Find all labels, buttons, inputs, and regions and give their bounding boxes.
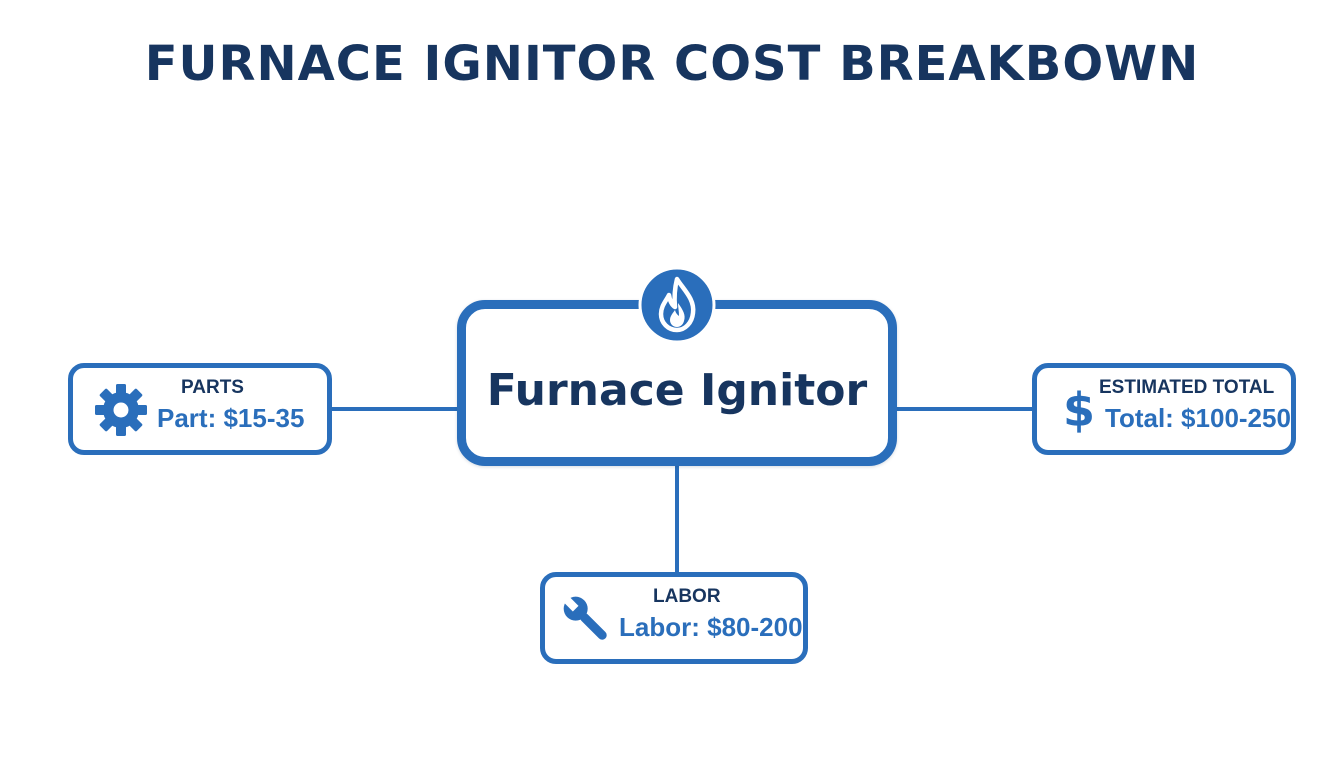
parts-node: PARTS Part: $15-35 <box>68 363 332 455</box>
total-heading: ESTIMATED TOTAL <box>1099 377 1275 398</box>
dollar-icon: $ <box>1063 383 1095 437</box>
diagram-title: FURNACE IGNITOR COST BREAKBOWN <box>144 36 1200 92</box>
labor-heading: LABOR <box>653 586 721 607</box>
gear-icon <box>95 384 147 436</box>
svg-text:$: $ <box>1063 383 1095 437</box>
flame-icon <box>638 266 716 344</box>
total-value: Total: $100-250 <box>1105 403 1291 433</box>
center-node: Furnace Ignitor <box>457 300 897 466</box>
total-node: $ ESTIMATED TOTAL Total: $100-250 <box>1032 363 1296 455</box>
wrench-icon <box>562 595 607 640</box>
parts-heading: PARTS <box>181 377 244 398</box>
labor-node: LABOR Labor: $80-200 <box>540 572 808 664</box>
labor-value: Labor: $80-200 <box>619 612 803 642</box>
center-node-label: Furnace Ignitor <box>486 365 868 416</box>
parts-value: Part: $15-35 <box>157 403 305 433</box>
